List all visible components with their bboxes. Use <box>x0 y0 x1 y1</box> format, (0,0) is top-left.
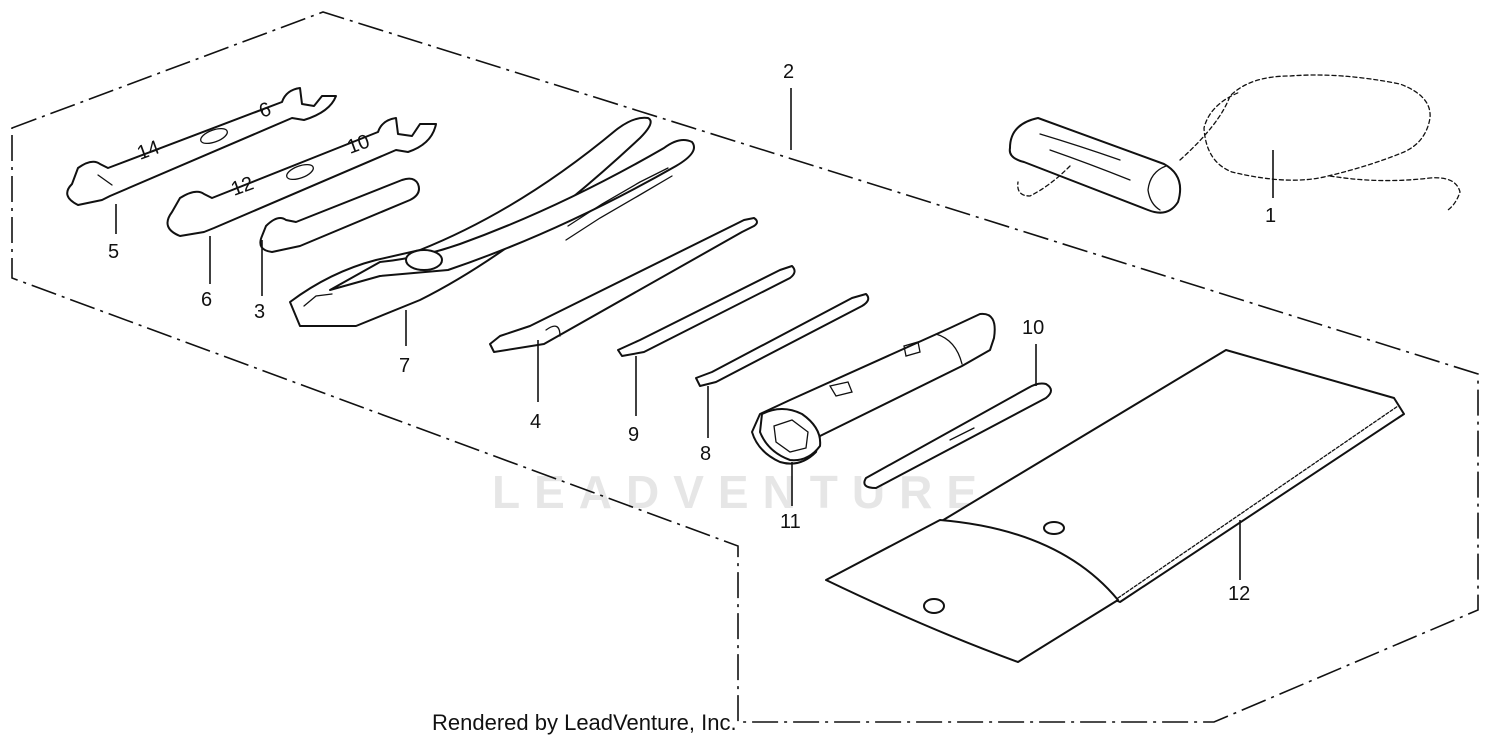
phillips-bit <box>695 293 870 387</box>
callout-5: 5 <box>108 241 119 263</box>
callout-4: 4 <box>530 411 541 433</box>
callout-3: 3 <box>254 301 265 323</box>
watermark-text: LEADVENTURE <box>492 466 991 518</box>
leader-lines <box>115 88 1274 580</box>
render-credit: Rendered by LeadVenture, Inc. <box>432 710 737 735</box>
tie-cord-toggle <box>1008 74 1461 214</box>
callout-2: 2 <box>783 61 794 83</box>
assembly-boundary <box>11 11 1479 723</box>
screwdriver-bit <box>617 265 796 357</box>
callout-1: 1 <box>1265 205 1276 227</box>
spark-plug-socket <box>751 312 996 465</box>
callout-11: 11 <box>780 511 801 533</box>
callout-8: 8 <box>700 443 711 465</box>
callout-9: 9 <box>628 424 639 446</box>
callout-7: 7 <box>399 355 410 377</box>
callout-10: 10 <box>1022 317 1044 339</box>
wrench-single-end <box>259 177 420 253</box>
callout-12: 12 <box>1228 583 1250 605</box>
screwdriver-handle <box>489 217 758 353</box>
callout-6: 6 <box>201 289 212 311</box>
tool-bag <box>825 349 1405 663</box>
slip-joint-pliers <box>289 116 695 327</box>
